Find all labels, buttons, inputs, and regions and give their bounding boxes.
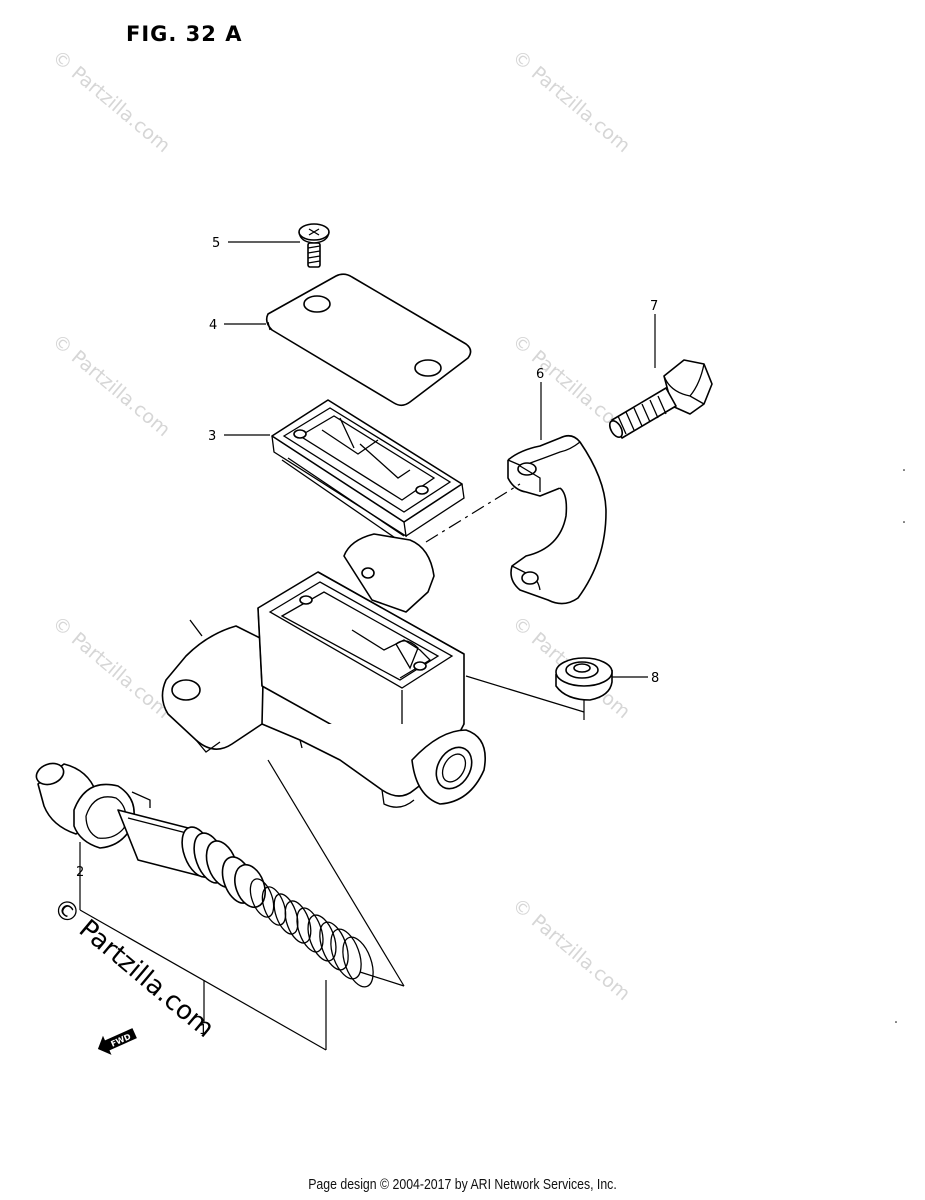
page-footer: Page design © 2004-2017 by ARI Network S… bbox=[308, 1176, 617, 1193]
scan-marks bbox=[895, 469, 905, 1023]
callout-5: 5 bbox=[212, 236, 220, 251]
part-reservoir-cap[interactable] bbox=[265, 273, 472, 407]
part-diaphragm-plate[interactable] bbox=[271, 399, 465, 545]
part-piston-kit[interactable] bbox=[33, 760, 379, 991]
callout-6: 6 bbox=[536, 367, 544, 382]
callout-2: 2 bbox=[76, 865, 84, 880]
part-boot[interactable] bbox=[555, 657, 613, 701]
part-screw[interactable] bbox=[298, 223, 330, 268]
part-bolt[interactable] bbox=[607, 359, 713, 439]
callout-1: 1 bbox=[199, 1023, 207, 1038]
figure-title: FIG. 32 A bbox=[126, 22, 243, 46]
fwd-label: FWD bbox=[109, 1032, 132, 1049]
callout-4: 4 bbox=[209, 318, 217, 333]
callout-3: 3 bbox=[208, 429, 216, 444]
leader-lines bbox=[79, 241, 656, 1051]
part-master-cylinder-body[interactable] bbox=[161, 533, 486, 808]
callout-8: 8 bbox=[651, 671, 659, 686]
callout-7: 7 bbox=[650, 299, 658, 314]
part-handlebar-clamp[interactable] bbox=[507, 434, 607, 605]
fwd-arrow-icon: FWD bbox=[97, 1028, 137, 1055]
